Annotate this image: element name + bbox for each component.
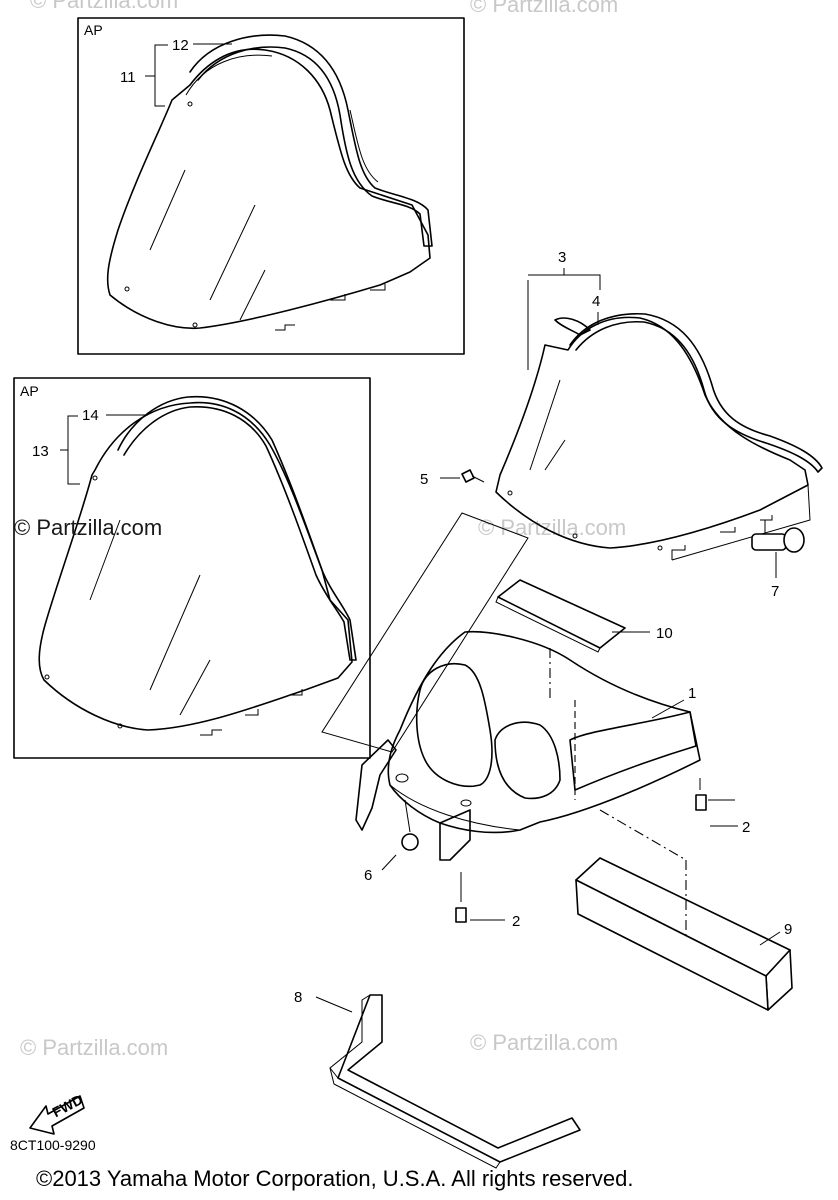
watermark-middle: © Partzilla.com <box>478 515 626 540</box>
callout-10: 10 <box>656 625 673 642</box>
grommet-6: 6 <box>364 799 419 884</box>
grommet-2-bottom: 2 <box>455 872 520 930</box>
callout-7: 7 <box>771 583 779 600</box>
callout-6: 6 <box>364 867 372 884</box>
pad-10: 10 <box>495 579 673 700</box>
windshield-13-shape <box>38 401 353 731</box>
callout-12: 12 <box>172 37 189 54</box>
callout-13: 13 <box>32 443 49 460</box>
assembly-outline <box>321 512 529 753</box>
trim-12-shape <box>189 34 433 247</box>
callout-2-bottom: 2 <box>512 913 520 930</box>
watermark-bottom-left: © Partzilla.com <box>20 1035 168 1060</box>
windshield-3-shape <box>495 316 809 549</box>
box-top-label: AP <box>84 22 103 38</box>
grommet-2-right: 2 <box>695 778 750 836</box>
trim-8: 8 <box>294 989 581 1169</box>
windshield-11-shape <box>106 48 431 330</box>
callout-11: 11 <box>120 69 136 86</box>
foam-9: 9 <box>575 809 793 1011</box>
callout-8: 8 <box>294 989 302 1006</box>
callout-9: 9 <box>784 921 792 938</box>
diagram-code: 8CT100-9290 <box>10 1137 96 1153</box>
callout-3: 3 <box>558 249 566 266</box>
optional-windshield-box-top: AP 11 12 <box>77 17 465 355</box>
screw-5: 5 <box>420 469 485 488</box>
watermark-bottom-right: © Partzilla.com <box>470 1030 618 1055</box>
callout-14: 14 <box>82 407 99 424</box>
callout-4: 4 <box>592 293 600 310</box>
box-left-frame <box>13 377 371 759</box>
copyright-notice: ©2013 Yamaha Motor Corporation, U.S.A. A… <box>36 1166 633 1191</box>
trim-14-shape <box>117 395 357 661</box>
callout-1: 1 <box>688 685 696 702</box>
box-top-frame <box>77 17 465 355</box>
cowl-1-shape <box>387 630 701 834</box>
watermark-prominent: © Partzilla.com <box>14 515 162 540</box>
optional-windshield-box-left: AP 13 14 <box>13 377 371 759</box>
callout-2-right: 2 <box>742 819 750 836</box>
watermark-top-left: © Partzilla.com <box>30 0 178 13</box>
trim-4-shape <box>569 312 823 473</box>
clip-7: 7 <box>751 520 805 600</box>
watermark-top-right: © Partzilla.com <box>470 0 618 17</box>
fwd-arrow-icon: FWD <box>29 1091 85 1135</box>
cowl-1: 1 <box>355 630 701 861</box>
windshield-assembly-3: 3 4 <box>495 249 823 561</box>
callout-5: 5 <box>420 471 428 488</box>
box-left-label: AP <box>20 383 39 399</box>
